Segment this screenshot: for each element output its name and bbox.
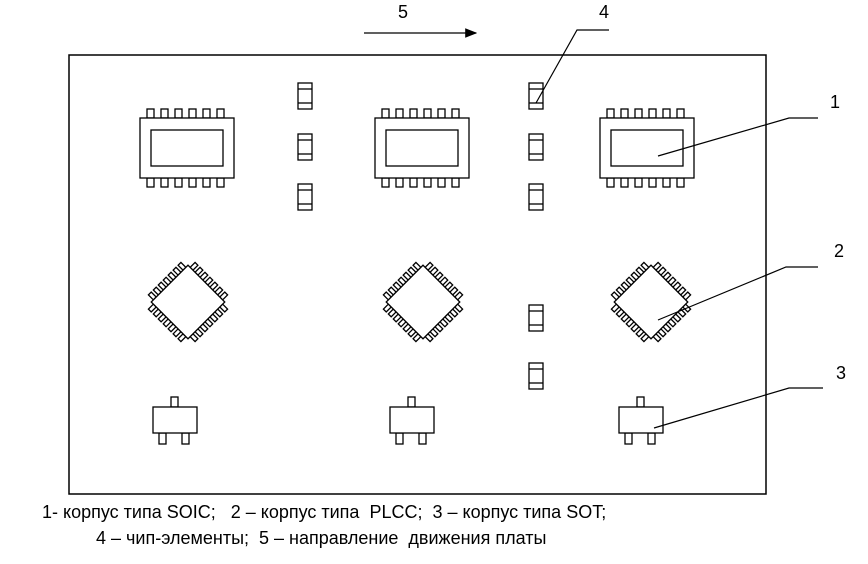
soic-pin [662, 108, 671, 119]
chip-body [528, 183, 544, 211]
soic-pin [160, 108, 169, 119]
chip-element [528, 183, 544, 211]
soic-pin [188, 177, 197, 188]
plcc-package-3 [610, 261, 692, 343]
chip-body [297, 183, 313, 211]
soic-pin [202, 108, 211, 119]
soic-pin [381, 177, 390, 188]
sot-lead [624, 432, 633, 445]
soic-pin [437, 177, 446, 188]
soic-pin [676, 108, 685, 119]
chip-element [297, 133, 313, 161]
sot-package-1 [152, 396, 198, 445]
caption-line-2: 4 – чип-элементы; 5 – направление движен… [96, 528, 547, 548]
sot-lead [395, 432, 404, 445]
soic-pin [662, 177, 671, 188]
soic-pin [146, 177, 155, 188]
sot-package-2 [389, 396, 435, 445]
sot-body [618, 406, 664, 434]
soic-pin [648, 108, 657, 119]
callout-4-label: 4 [599, 2, 609, 22]
callout-2-leader [657, 266, 818, 321]
soic-pin [676, 177, 685, 188]
chip-element [528, 133, 544, 161]
soic-pin [423, 177, 432, 188]
soic-package-2 [374, 108, 470, 188]
chip-element [297, 183, 313, 211]
sot-lead [158, 432, 167, 445]
plcc-body [385, 264, 461, 340]
chip-body [297, 133, 313, 161]
callout-1-leader [657, 117, 818, 157]
sot-lead [647, 432, 656, 445]
chip-body [528, 362, 544, 390]
soic-pin [409, 108, 418, 119]
plcc-package-1 [147, 261, 229, 343]
plcc-package-2 [382, 261, 464, 343]
soic-pin [648, 177, 657, 188]
soic-pin [395, 177, 404, 188]
soic-pin [620, 177, 629, 188]
soic-pin [606, 177, 615, 188]
soic-pin [409, 177, 418, 188]
callout-1-label: 1 [830, 92, 840, 112]
soic-window [385, 129, 459, 167]
soic-window [150, 129, 224, 167]
soic-pin [606, 108, 615, 119]
soic-pin [146, 108, 155, 119]
soic-pin [202, 177, 211, 188]
sot-package-3 [618, 396, 664, 445]
soic-pin [620, 108, 629, 119]
soic-pin [174, 177, 183, 188]
callout-2-label: 2 [834, 241, 844, 261]
soic-pin [451, 108, 460, 119]
chip-element [528, 304, 544, 332]
sot-lead [418, 432, 427, 445]
plcc-body [150, 264, 226, 340]
sot-lead [181, 432, 190, 445]
soic-package-1 [139, 108, 235, 188]
chip-body [528, 82, 544, 110]
sot-lead [170, 396, 179, 408]
chip-body [528, 304, 544, 332]
soic-pin [451, 177, 460, 188]
chip-element [297, 82, 313, 110]
caption-line-1: 1- корпус типа SOIC; 2 – корпус типа PLC… [42, 502, 607, 522]
chip-element [528, 82, 544, 110]
sot-body [389, 406, 435, 434]
soic-package-3 [599, 108, 695, 188]
soic-pin [160, 177, 169, 188]
soic-pin [437, 108, 446, 119]
callout-5-label: 5 [398, 2, 408, 22]
soic-pin [395, 108, 404, 119]
soic-pin [634, 177, 643, 188]
soic-window [610, 129, 684, 167]
callout-4-leader [535, 29, 609, 104]
soic-pin [188, 108, 197, 119]
chip-body [297, 82, 313, 110]
plcc-body [613, 264, 689, 340]
soic-pin [423, 108, 432, 119]
sot-lead [407, 396, 416, 408]
soic-pin [216, 108, 225, 119]
sot-body [152, 406, 198, 434]
sot-lead [636, 396, 645, 408]
chip-body [528, 133, 544, 161]
callout-3-leader [653, 387, 823, 429]
circuit-board [68, 54, 767, 495]
soic-pin [634, 108, 643, 119]
soic-pin [174, 108, 183, 119]
chip-element [528, 362, 544, 390]
soic-pin [216, 177, 225, 188]
callout-3-label: 3 [836, 363, 846, 383]
soic-pin [381, 108, 390, 119]
